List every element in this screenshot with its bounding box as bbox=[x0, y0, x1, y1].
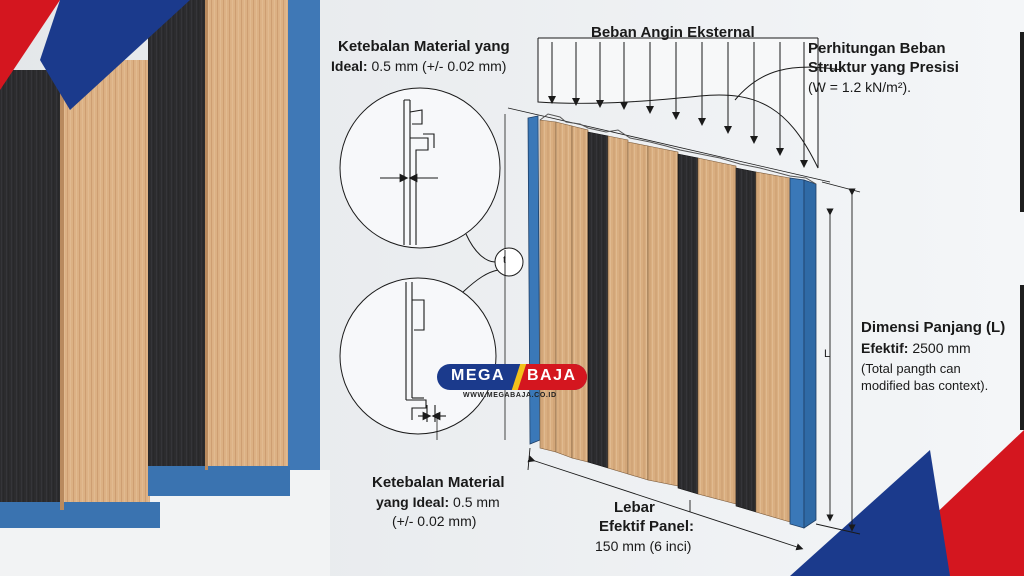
photo-base-2 bbox=[148, 466, 290, 496]
width-line1: Lebar bbox=[614, 499, 655, 516]
calc-title-line2: Struktur yang Presisi bbox=[808, 59, 959, 76]
length-value: 2500 mm bbox=[912, 340, 971, 356]
photo-base-1 bbox=[0, 502, 160, 528]
length-line4: modified bas context). bbox=[861, 378, 989, 393]
length-dimension bbox=[815, 181, 861, 535]
logo-word-mega: MEGA bbox=[451, 367, 505, 384]
top-detail-circle bbox=[339, 87, 501, 249]
bottom-detail-circle bbox=[339, 277, 497, 435]
thickness-bottom-ideal: yang Ideal: bbox=[376, 494, 450, 510]
length-mark: L bbox=[824, 348, 831, 360]
photo-panels bbox=[0, 0, 320, 528]
photo-dark-panel-2 bbox=[148, 0, 208, 480]
profile-sections bbox=[380, 99, 446, 440]
logo-word-baja: BAJA bbox=[527, 367, 577, 384]
wind-load-diagram bbox=[537, 37, 843, 169]
length-line1: Dimensi Panjang (L) bbox=[861, 319, 1006, 336]
thickness-top-line1: Ketebalan Material yang bbox=[338, 38, 510, 55]
logo-url: WWW.MEGABAJA.CO.ID bbox=[463, 392, 557, 399]
calc-formula: (W = 1.2 kN/m²). bbox=[808, 79, 912, 95]
thickness-top-value: 0.5 mm (+/- 0.02 mm) bbox=[371, 58, 507, 74]
calc-title-line1: Perhitungan Beban bbox=[808, 40, 946, 57]
photo-dark-panel-1 bbox=[0, 70, 60, 510]
thickness-mark: t bbox=[503, 255, 506, 266]
detail-origin-circle bbox=[494, 247, 524, 277]
width-line3: 150 mm (6 inci) bbox=[595, 538, 692, 554]
width-line2: Efektif Panel: bbox=[599, 518, 695, 535]
detail-callouts bbox=[339, 87, 524, 435]
length-line2: Efektif: 2500 mm bbox=[861, 340, 971, 357]
width-dimension bbox=[527, 447, 804, 551]
thickness-bottom-value: 0.5 mm bbox=[453, 494, 500, 510]
thickness-top-ideal: Ideal: bbox=[331, 58, 368, 74]
wind-load-label: Beban Angin Eksternal bbox=[591, 24, 755, 41]
thickness-bottom-line1: Ketebalan Material bbox=[372, 474, 505, 491]
thickness-top-line2: Ideal: 0.5 mm (+/- 0.02 mm) bbox=[331, 58, 506, 75]
length-line3: (Total pangth can bbox=[861, 361, 961, 376]
photo-blue-frame bbox=[288, 0, 320, 470]
length-effective: Efektif: bbox=[861, 340, 909, 356]
thickness-bottom-line2: yang Ideal: 0.5 mm bbox=[376, 494, 500, 511]
photo-wood-panel-1 bbox=[60, 60, 150, 510]
panel-assembly bbox=[504, 107, 831, 529]
photo-wood-panel-2 bbox=[205, 0, 290, 470]
thickness-bottom-line3: (+/- 0.02 mm) bbox=[392, 513, 477, 529]
megabaja-logo: MEGA BAJA WWW.MEGABAJA.CO.ID bbox=[437, 364, 587, 406]
